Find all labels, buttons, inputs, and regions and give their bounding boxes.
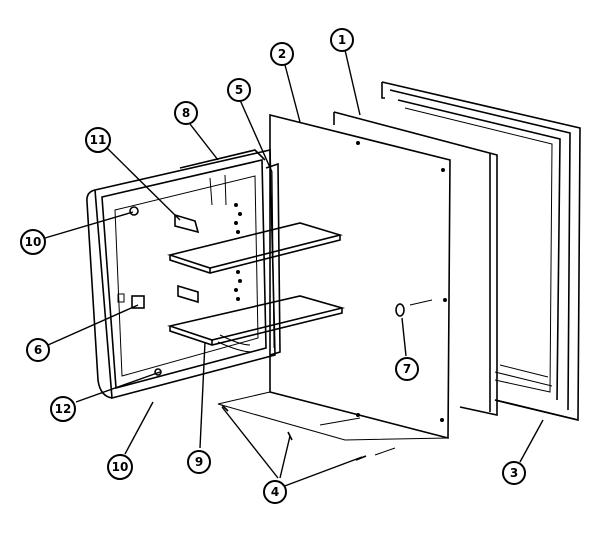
callout-8-label: 8 (182, 106, 190, 120)
screws (221, 404, 367, 461)
insulation-panel (333, 111, 498, 416)
callout-3: 3 (502, 461, 526, 485)
callout-11: 11 (85, 127, 111, 153)
liner-shell (86, 149, 281, 400)
callout-10-upper: 10 (20, 229, 46, 255)
callout-12-label: 12 (55, 402, 72, 416)
callout-3-label: 3 (510, 466, 518, 480)
door-gasket-frame (381, 81, 581, 422)
callout-1-label: 1 (338, 33, 346, 47)
callout-11-label: 11 (90, 133, 107, 147)
callout-9: 9 (187, 450, 211, 474)
callout-5: 5 (227, 78, 251, 102)
shelf-upper (167, 222, 343, 274)
callout-4-label: 4 (271, 485, 279, 499)
callout-7-label: 7 (403, 362, 411, 376)
callout-12: 12 (50, 396, 76, 422)
callout-1: 1 (330, 28, 354, 52)
inner-panel (217, 113, 451, 456)
callout-10-upper-label: 10 (25, 235, 42, 249)
callout-10-lower: 10 (107, 454, 133, 480)
callout-6: 6 (26, 338, 50, 362)
shelf-peg-holes (234, 203, 242, 301)
callout-2: 2 (270, 42, 294, 66)
callout-9-label: 9 (195, 455, 203, 469)
plug-button (395, 303, 405, 317)
callout-5-label: 5 (235, 83, 243, 97)
callout-2-label: 2 (278, 47, 286, 61)
callout-6-label: 6 (34, 343, 42, 357)
leader-lines (44, 49, 544, 488)
callout-4: 4 (263, 480, 287, 504)
callout-8: 8 (174, 101, 198, 125)
callout-10-lower-label: 10 (112, 460, 129, 474)
callout-7: 7 (395, 357, 419, 381)
shelf-lower (167, 295, 346, 346)
